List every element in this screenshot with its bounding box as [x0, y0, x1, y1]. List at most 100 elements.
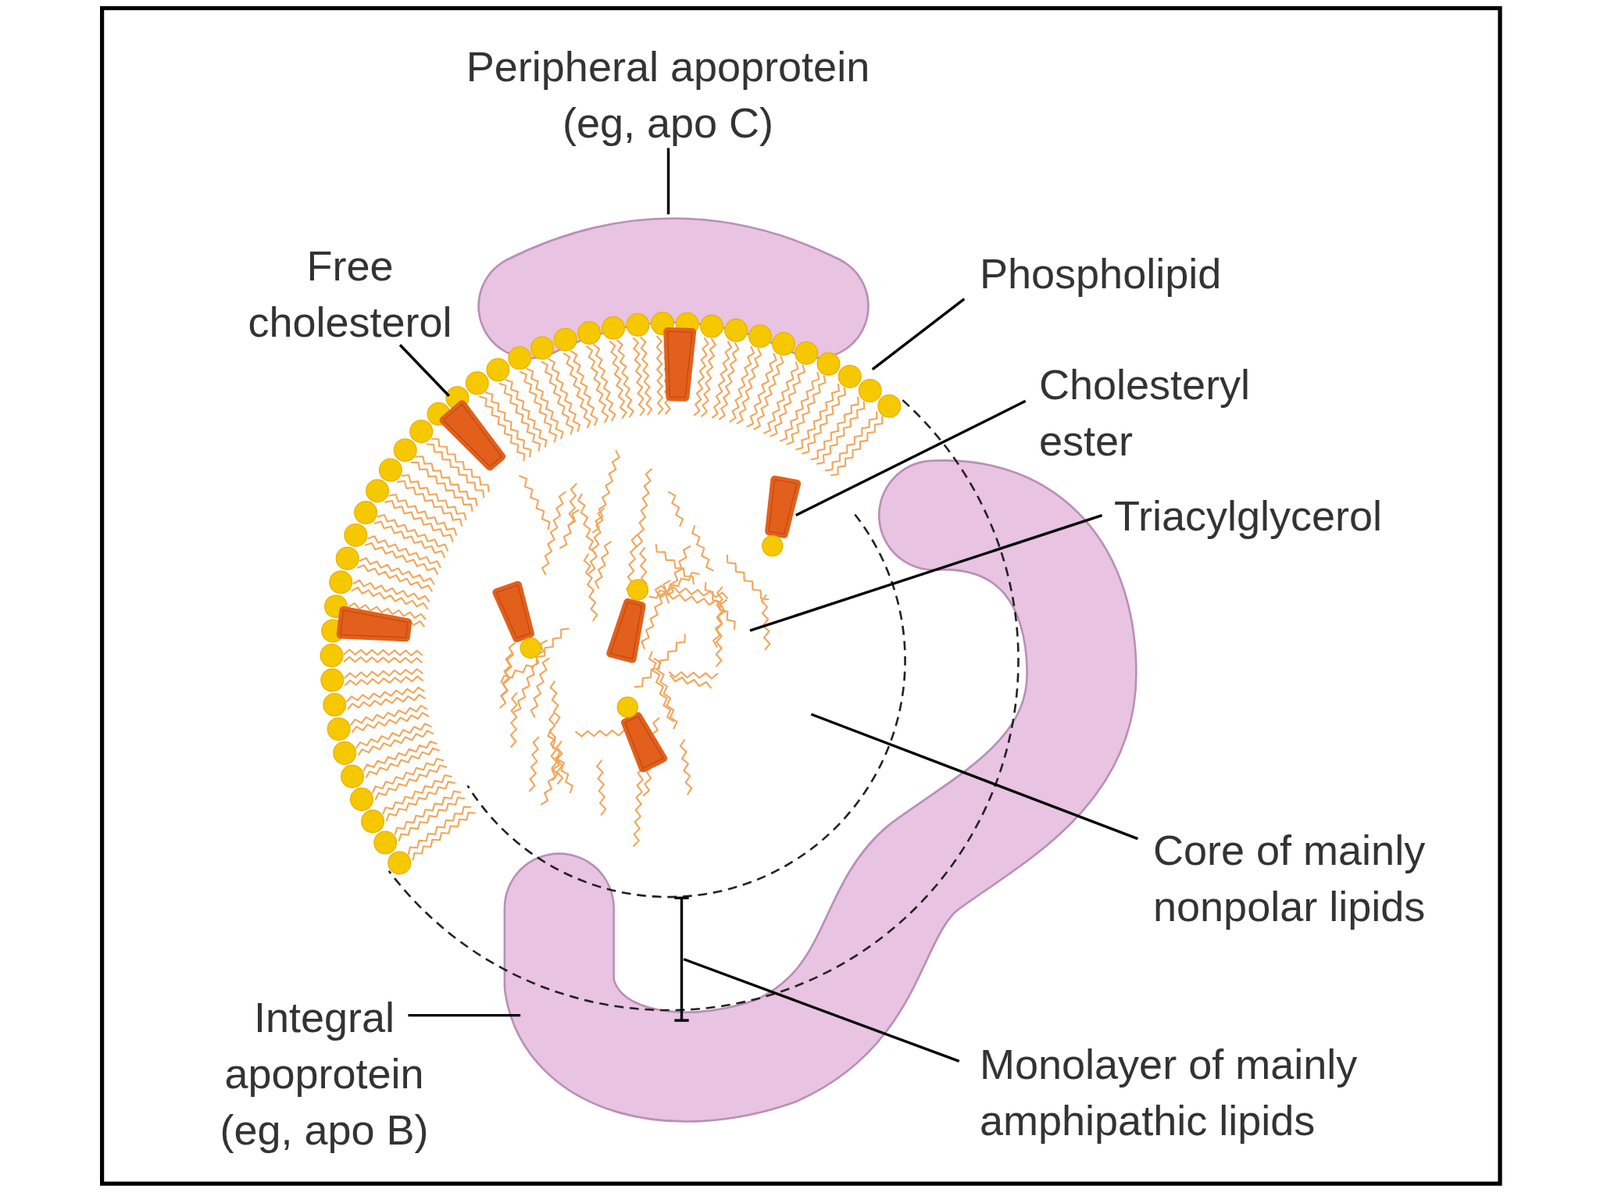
cholesteryl-ester-edge	[610, 602, 643, 659]
acyl-chain	[531, 657, 550, 718]
phospholipid-head	[374, 831, 397, 854]
acyl-chain	[595, 541, 612, 590]
acyl-chain	[761, 594, 770, 650]
acyl-chain	[649, 651, 675, 722]
phospholipid-head	[772, 332, 796, 356]
acyl-chain	[588, 507, 604, 574]
fatty-acid-tail	[830, 416, 883, 476]
thickness-bracket	[680, 897, 683, 1021]
callout-label: Free cholesterol	[225, 237, 475, 350]
phospholipid-head	[354, 501, 378, 525]
ester-head	[762, 535, 783, 557]
phospholipid-head	[329, 571, 353, 594]
phospholipid-head	[795, 342, 818, 365]
acyl-chain	[670, 675, 712, 689]
fatty-acid-tail	[396, 481, 462, 527]
leader-line	[667, 147, 670, 215]
phospholipid-head	[531, 336, 554, 360]
acyl-chain	[578, 493, 596, 554]
phospholipid-tails	[343, 335, 883, 861]
free-cholesterol-edge	[667, 331, 693, 397]
fatty-acid-tail	[796, 383, 840, 450]
phospholipid-head	[379, 458, 403, 482]
triacylglycerol-chains	[499, 450, 770, 847]
fatty-acid-tail	[753, 355, 784, 429]
acyl-chain	[592, 450, 619, 533]
phospholipid-head	[361, 810, 385, 833]
phospholipid-head	[817, 353, 840, 376]
bracket-tick	[674, 896, 689, 900]
phospholipid-head	[321, 668, 344, 692]
fatty-acid-tail	[356, 723, 433, 749]
fatty-acid-tail	[585, 346, 608, 423]
fatty-acid-tail	[351, 712, 429, 733]
acyl-chain	[692, 525, 714, 572]
acyl-chain	[655, 590, 722, 607]
cholesteryl-ester	[768, 479, 797, 535]
callout-label: Triacylglycerol	[1114, 487, 1490, 544]
phospholipid-head	[553, 328, 577, 351]
fatty-acid-tail	[351, 587, 429, 610]
acyl-chain	[716, 586, 723, 667]
fatty-acid-tail	[359, 557, 435, 585]
callout-label: Core of mainly nonpolar lipids	[1153, 821, 1482, 935]
bracket-tick	[674, 1018, 689, 1022]
cholesteryl-ester	[496, 585, 531, 639]
fatty-acid-tail	[770, 364, 805, 437]
acyl-chain	[668, 671, 718, 679]
inner-boundary-dashed	[467, 514, 906, 898]
fatty-acid-tail	[711, 341, 732, 418]
acyl-chain	[528, 736, 540, 792]
phospholipid-head	[749, 325, 772, 348]
fatty-acid-tail	[410, 462, 473, 512]
apoproteins	[530, 270, 1082, 1068]
outer-boundary-dashed	[389, 400, 1019, 1011]
phospholipid-head	[366, 479, 390, 503]
acyl-chain	[639, 547, 647, 585]
acyl-chain	[567, 483, 577, 526]
phospholipid-head	[350, 788, 374, 811]
fatty-acid-tail	[570, 350, 598, 426]
fatty-acid-tail	[786, 375, 826, 445]
sterols	[340, 331, 797, 768]
fatty-acid-tail	[616, 339, 634, 418]
fatty-acid-tail	[408, 807, 472, 855]
fatty-acid-tail	[825, 410, 877, 471]
leader-line	[407, 1014, 521, 1017]
phospholipid-head	[578, 321, 601, 345]
ester-head	[617, 696, 638, 718]
free-cholesterol-edge	[340, 610, 408, 638]
ester-head	[520, 637, 541, 658]
phospholipid-head	[838, 365, 861, 389]
lipid-layer	[320, 312, 900, 875]
leader-line	[796, 400, 1026, 515]
fatty-acid-tail	[701, 338, 716, 417]
phospholipid-head	[878, 394, 901, 418]
phospholipid-head	[393, 439, 417, 462]
phospholipid-head	[858, 379, 882, 403]
boundary-dashes	[389, 400, 1019, 1011]
acyl-chain	[632, 767, 643, 847]
cholesteryl-ester	[625, 716, 664, 768]
acyl-chain	[542, 491, 566, 575]
acyl-chain	[680, 739, 693, 796]
acyl-chain	[727, 554, 770, 600]
integral-apoprotein	[559, 514, 1083, 1067]
fatty-acid-tail	[350, 705, 428, 725]
leader-line	[683, 959, 960, 1062]
phospholipid-head	[344, 524, 368, 547]
acyl-chain	[635, 468, 653, 547]
phospholipid-head	[465, 371, 489, 395]
callout-label: Phospholipid	[979, 245, 1371, 302]
fatty-acid-tail	[347, 694, 426, 710]
free-cholesterol	[340, 610, 408, 638]
fatty-acid-tail	[779, 371, 819, 442]
fatty-acid-tail	[377, 514, 448, 552]
phospholipid-head	[388, 851, 411, 875]
leader-line	[400, 344, 450, 396]
cholesteryl-ester	[610, 602, 643, 659]
fatty-acid-tail	[693, 337, 708, 416]
phospholipid-head	[700, 314, 724, 338]
